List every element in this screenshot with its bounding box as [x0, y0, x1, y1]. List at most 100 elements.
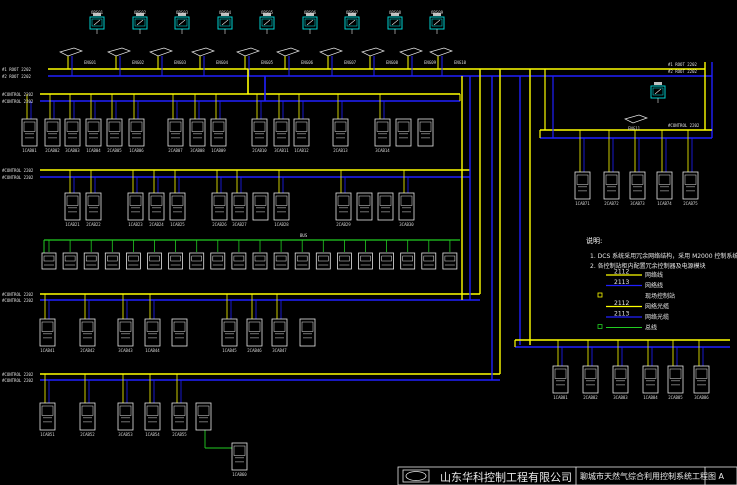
cabinet-panel: [695, 368, 708, 379]
legend-text: 网络线: [645, 271, 663, 279]
legend-swatch-box: [597, 324, 603, 329]
cabinet-label: 1CAB54: [145, 432, 160, 437]
control-cabinet: [417, 118, 434, 147]
legend-code: 2112: [614, 300, 629, 307]
cabinet-panel: [614, 368, 627, 379]
legend-text: 网络光缆: [645, 303, 669, 311]
cabinet-panel: [684, 174, 697, 185]
engineering-station-label: ENG05: [261, 60, 274, 65]
cabinet-panel: [108, 121, 121, 132]
monitor-tag: [306, 13, 314, 16]
right-control-cabinet: 3CAB83: [612, 365, 629, 400]
io-module-panel: [254, 255, 266, 262]
cabinet-body: [210, 118, 227, 147]
operator-station-monitor: [302, 13, 318, 34]
monitor-screen: [652, 87, 664, 96]
monitor-tag: [221, 13, 229, 16]
monitor-glyph: [136, 19, 144, 26]
control-cabinet: [356, 192, 373, 221]
engineering-keyboard: [276, 47, 301, 57]
cabinet-label: 2CAB02: [45, 148, 60, 153]
control-cabinet: 3CAB08: [189, 118, 206, 153]
io-module: [104, 252, 120, 270]
engineering-keyboard: [59, 47, 84, 57]
cabinet-panel: [46, 121, 59, 132]
cabinet-panel: [129, 195, 142, 206]
project-title: 聊城市天然气综合利用控制系统工程: [580, 471, 708, 481]
io-module-panel: [233, 255, 245, 262]
cabinet-panel: [334, 121, 347, 132]
io-module-panel: [318, 255, 329, 262]
cabinet-label: 2CAB55: [172, 432, 187, 437]
monitor-screen: [346, 18, 358, 27]
keyboard-shape: [149, 47, 174, 57]
cabinet-panel: [212, 121, 225, 132]
cabinet-label: 3CAB83: [613, 395, 628, 400]
io-module-panel: [339, 255, 350, 262]
cabinet-label: 2CAB46: [247, 348, 262, 353]
cabinet-body: [85, 192, 102, 221]
operator-station-label: OPS06: [304, 10, 317, 15]
engineering-station-label: ENG03: [174, 60, 187, 65]
control-cabinet: 2CAB26: [211, 192, 228, 227]
io-module: [336, 252, 352, 270]
control-cabinet: 2CAB42: [79, 318, 96, 353]
cabinet-body: [148, 192, 165, 221]
cabinet-panel: [275, 195, 288, 206]
bottom-cabinet: 1CAB60: [231, 442, 248, 477]
cabinet-panel: [23, 121, 36, 132]
monitor-glyph: [221, 19, 229, 26]
cabinet-body: [144, 318, 161, 347]
cabinet-panel: [233, 195, 246, 206]
right-control-cabinet: 2CAB75: [682, 171, 699, 206]
legend-note-2: 2. 各控制站柜内配置冗余控制器及电源模块: [590, 262, 706, 270]
cabinet-panel: [41, 321, 54, 332]
control-cabinet: [377, 192, 394, 221]
control-cabinet: 3CAB27: [231, 192, 248, 227]
right-control-cabinet: 1CAB84: [642, 365, 659, 400]
control-cabinet: [395, 118, 412, 147]
keyboard-shape: [59, 47, 84, 57]
cabinet-body: [552, 365, 569, 394]
engineering-keyboard: [319, 47, 344, 57]
cabinet-body: [39, 402, 56, 431]
engineering-station-label: ENG09: [424, 60, 437, 65]
engineering-keyboard: [149, 47, 174, 57]
cabinet-panel: [248, 321, 261, 332]
cabinet-panel: [295, 121, 308, 132]
right-control-cabinet: 3CAB73: [629, 171, 646, 206]
cabinet-panel: [658, 174, 671, 185]
low2-bus-b-label: #CONTROL 2202: [2, 378, 34, 383]
cabinet-panel: [146, 321, 159, 332]
legend: 说明: 1. DCS 系统采用冗余网络结构，采用 M2000 控制系统 2. 各…: [586, 236, 737, 332]
io-module: [231, 252, 247, 270]
control-cabinet: 1CAB09: [210, 118, 227, 153]
cabinet-label: 3CAB14: [375, 148, 390, 153]
control-cabinet: 3CAB30: [398, 192, 415, 227]
control-cabinet: 2CAB10: [251, 118, 268, 153]
monitor-glyph: [348, 19, 356, 26]
control-cabinet: 3CAB03: [64, 118, 81, 153]
cabinet-label: 3CAB53: [118, 432, 133, 437]
cabinet-label: 2CAB24: [149, 222, 164, 227]
io-module-panel: [423, 255, 435, 262]
company-name: 山东华科控制工程有限公司: [440, 470, 572, 484]
cabinet-body: [221, 318, 238, 347]
cabinet-label: 3CAB27: [232, 222, 247, 227]
operator-station-label: OPS04: [219, 10, 232, 15]
control-cabinet: 2CAB22: [85, 192, 102, 227]
monitor-screen: [134, 18, 146, 27]
cabinet-label: 2CAB13: [333, 148, 348, 153]
cabinet-label: 2CAB72: [604, 201, 619, 206]
io-module: [147, 252, 162, 270]
sheet-number: 图 A: [708, 472, 725, 481]
keyboard-shape: [107, 47, 132, 57]
cabinet-label: 1CAB44: [145, 348, 160, 353]
cabinet-body: [682, 171, 699, 200]
control-cabinet: 1CAB04: [85, 118, 102, 153]
io-module: [294, 252, 310, 270]
io-module-panel: [360, 255, 371, 262]
cabinet-panel: [119, 321, 132, 332]
